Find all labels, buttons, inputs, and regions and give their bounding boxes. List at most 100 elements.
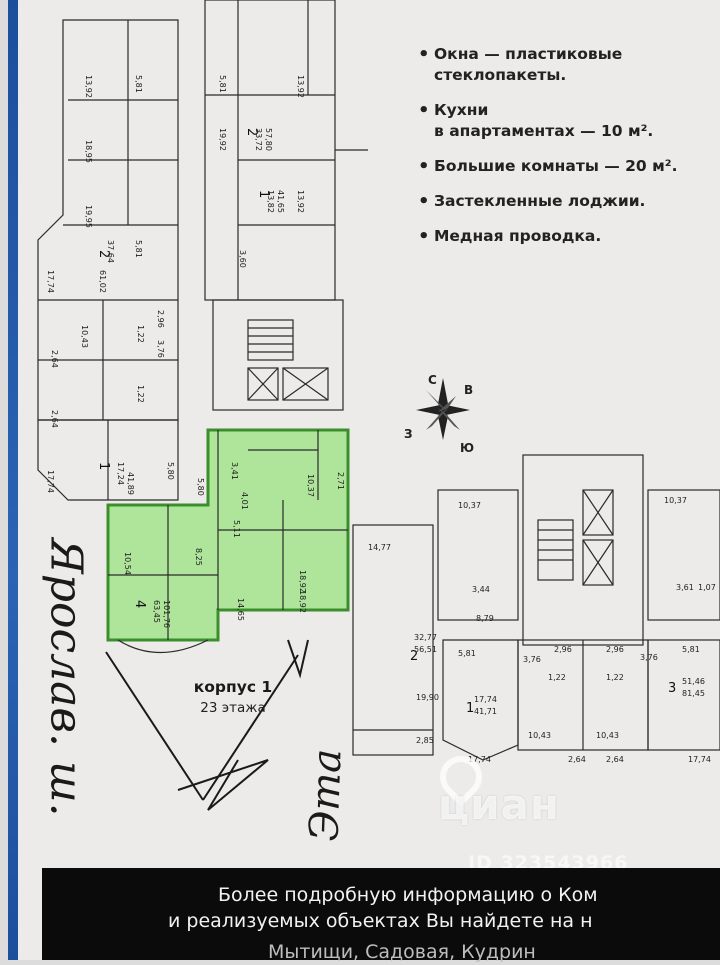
room-label: 14,77	[368, 543, 391, 552]
room-label: 2,96	[156, 310, 165, 328]
room-label: 8,79	[476, 614, 494, 623]
room-label: 2,96	[606, 645, 624, 654]
room-label: 4,01	[240, 492, 249, 510]
room-label: 5,81	[682, 645, 700, 654]
building-name: корпус 1	[193, 678, 273, 696]
room-label: 8,25	[194, 548, 203, 566]
footer-banner: Более подробную информацию о Ком и реали…	[42, 868, 720, 963]
room-label: 13,92	[296, 75, 305, 98]
right-unit-1a	[442, 639, 519, 761]
labels-right-wing: 10,37 14,77 3,44 8,79 2 32,77 56,51 5,81 19,90 2,…	[368, 496, 716, 764]
feature-item: Окна — пластиковые стеклопакеты.	[416, 44, 720, 86]
room-label: 1	[96, 462, 111, 470]
room-label: 3,76	[523, 655, 541, 664]
view-arrow-sketch	[105, 639, 309, 811]
room-label: 2,64	[50, 350, 59, 368]
room-label: 3,76	[156, 340, 165, 358]
feature-item: Застекленные лоджии.	[416, 191, 720, 212]
room-label: 10,37	[664, 496, 687, 505]
room-label: 33,72	[254, 128, 263, 151]
room-label: 13,92	[84, 75, 93, 98]
room-label: 3,76	[640, 653, 658, 662]
room-label: 17,74	[474, 695, 497, 704]
room-label: 2,64	[568, 755, 586, 764]
room-label: 3,60	[238, 250, 247, 268]
building-label: корпус 1 23 этажа	[168, 678, 298, 716]
feature-item: Медная проводка.	[416, 226, 720, 247]
room-label: 18,92	[298, 570, 307, 593]
room-label: 2	[410, 649, 418, 664]
handwritten-street: Ярослав. ш.	[40, 538, 92, 817]
watermark-brand: циан	[438, 780, 560, 829]
footer-line-1: Более подробную информацию о Ком	[218, 884, 598, 906]
room-label: 2	[96, 250, 111, 258]
room-label: 1,07	[698, 583, 716, 592]
feature-item: Большие комнаты — 20 м².	[416, 156, 720, 177]
room-label: 10,43	[80, 325, 89, 348]
room-label: 5,80	[196, 478, 205, 496]
compass-west: З	[404, 427, 413, 441]
room-label: 1,22	[548, 673, 566, 682]
room-label: 3,44	[472, 585, 490, 594]
room-label: 2,71	[336, 472, 345, 490]
right-unit-3	[647, 639, 720, 751]
room-label: 5,81	[218, 75, 227, 93]
room-label: 10,43	[596, 731, 619, 740]
room-label: 17,74	[46, 470, 55, 493]
room-label: 19,95	[84, 205, 93, 228]
room-label: 101,76	[162, 600, 171, 628]
compass-east: В	[464, 383, 473, 397]
left-corner-unit	[37, 419, 179, 501]
labels-left-wing: 13,92 5,81 18,95 19,95 237,64 61,02 5,81 17,74 1…	[46, 75, 175, 495]
room-label: 18,95	[84, 140, 93, 163]
right-unit-top-right	[647, 489, 720, 621]
handwritten-direction: Эта	[301, 748, 351, 842]
room-label: 14,65	[236, 598, 245, 621]
room-label: 61,02	[98, 270, 107, 293]
room-label: 5,80	[166, 462, 175, 480]
room-label: 81,45	[682, 689, 705, 698]
room-label: 37,64	[106, 240, 115, 263]
room-label: 4	[132, 600, 147, 608]
building-floors: 23 этажа	[200, 700, 266, 716]
core-outline	[212, 299, 344, 411]
room-label: 19,92	[218, 128, 227, 151]
blue-edge-strip	[8, 0, 18, 960]
room-label: 1,22	[136, 325, 145, 343]
room-label: 10,54	[123, 552, 132, 575]
room-label: 13,92	[296, 190, 305, 213]
room-label: 17,74	[46, 270, 55, 293]
room-label: 57,80	[264, 128, 273, 151]
room-label: 5,81	[134, 240, 143, 258]
compass-north: С	[428, 373, 437, 387]
right-unit-2	[352, 524, 434, 756]
room-label: 19,90	[416, 693, 439, 702]
room-label: 5,81	[458, 649, 476, 658]
elevator-1	[247, 367, 279, 401]
room-label: 3	[668, 681, 676, 696]
stair	[247, 319, 294, 361]
room-label: 63,45	[152, 600, 161, 623]
room-label: 17,74	[468, 755, 491, 764]
room-label: 2,96	[554, 645, 572, 654]
room-label: 56,51	[414, 645, 437, 654]
room-label: 1	[256, 190, 271, 198]
room-label: 5,11	[232, 520, 241, 538]
room-label: 2,64	[606, 755, 624, 764]
room-label: 2,64	[50, 410, 59, 428]
footer-line-2: и реализуемых объектах Вы найдете на н	[168, 910, 593, 932]
highlighted-apartment	[106, 428, 350, 642]
elevator-2	[282, 367, 329, 401]
room-label: 13,82	[266, 190, 275, 213]
room-label: 17,24	[116, 462, 125, 485]
room-label: 17,74	[688, 755, 711, 764]
room-label: 1,22	[136, 385, 145, 403]
feature-item: Кухни в апартаментах — 10 м².	[416, 100, 720, 142]
room-label: 2,85	[416, 736, 434, 745]
compass-rose: С В Ю З	[404, 373, 474, 455]
room-label: 1,22	[606, 673, 624, 682]
room-label: 32,77	[414, 633, 437, 642]
room-label: 18,92	[298, 590, 307, 613]
room-label: 5,81	[134, 75, 143, 93]
